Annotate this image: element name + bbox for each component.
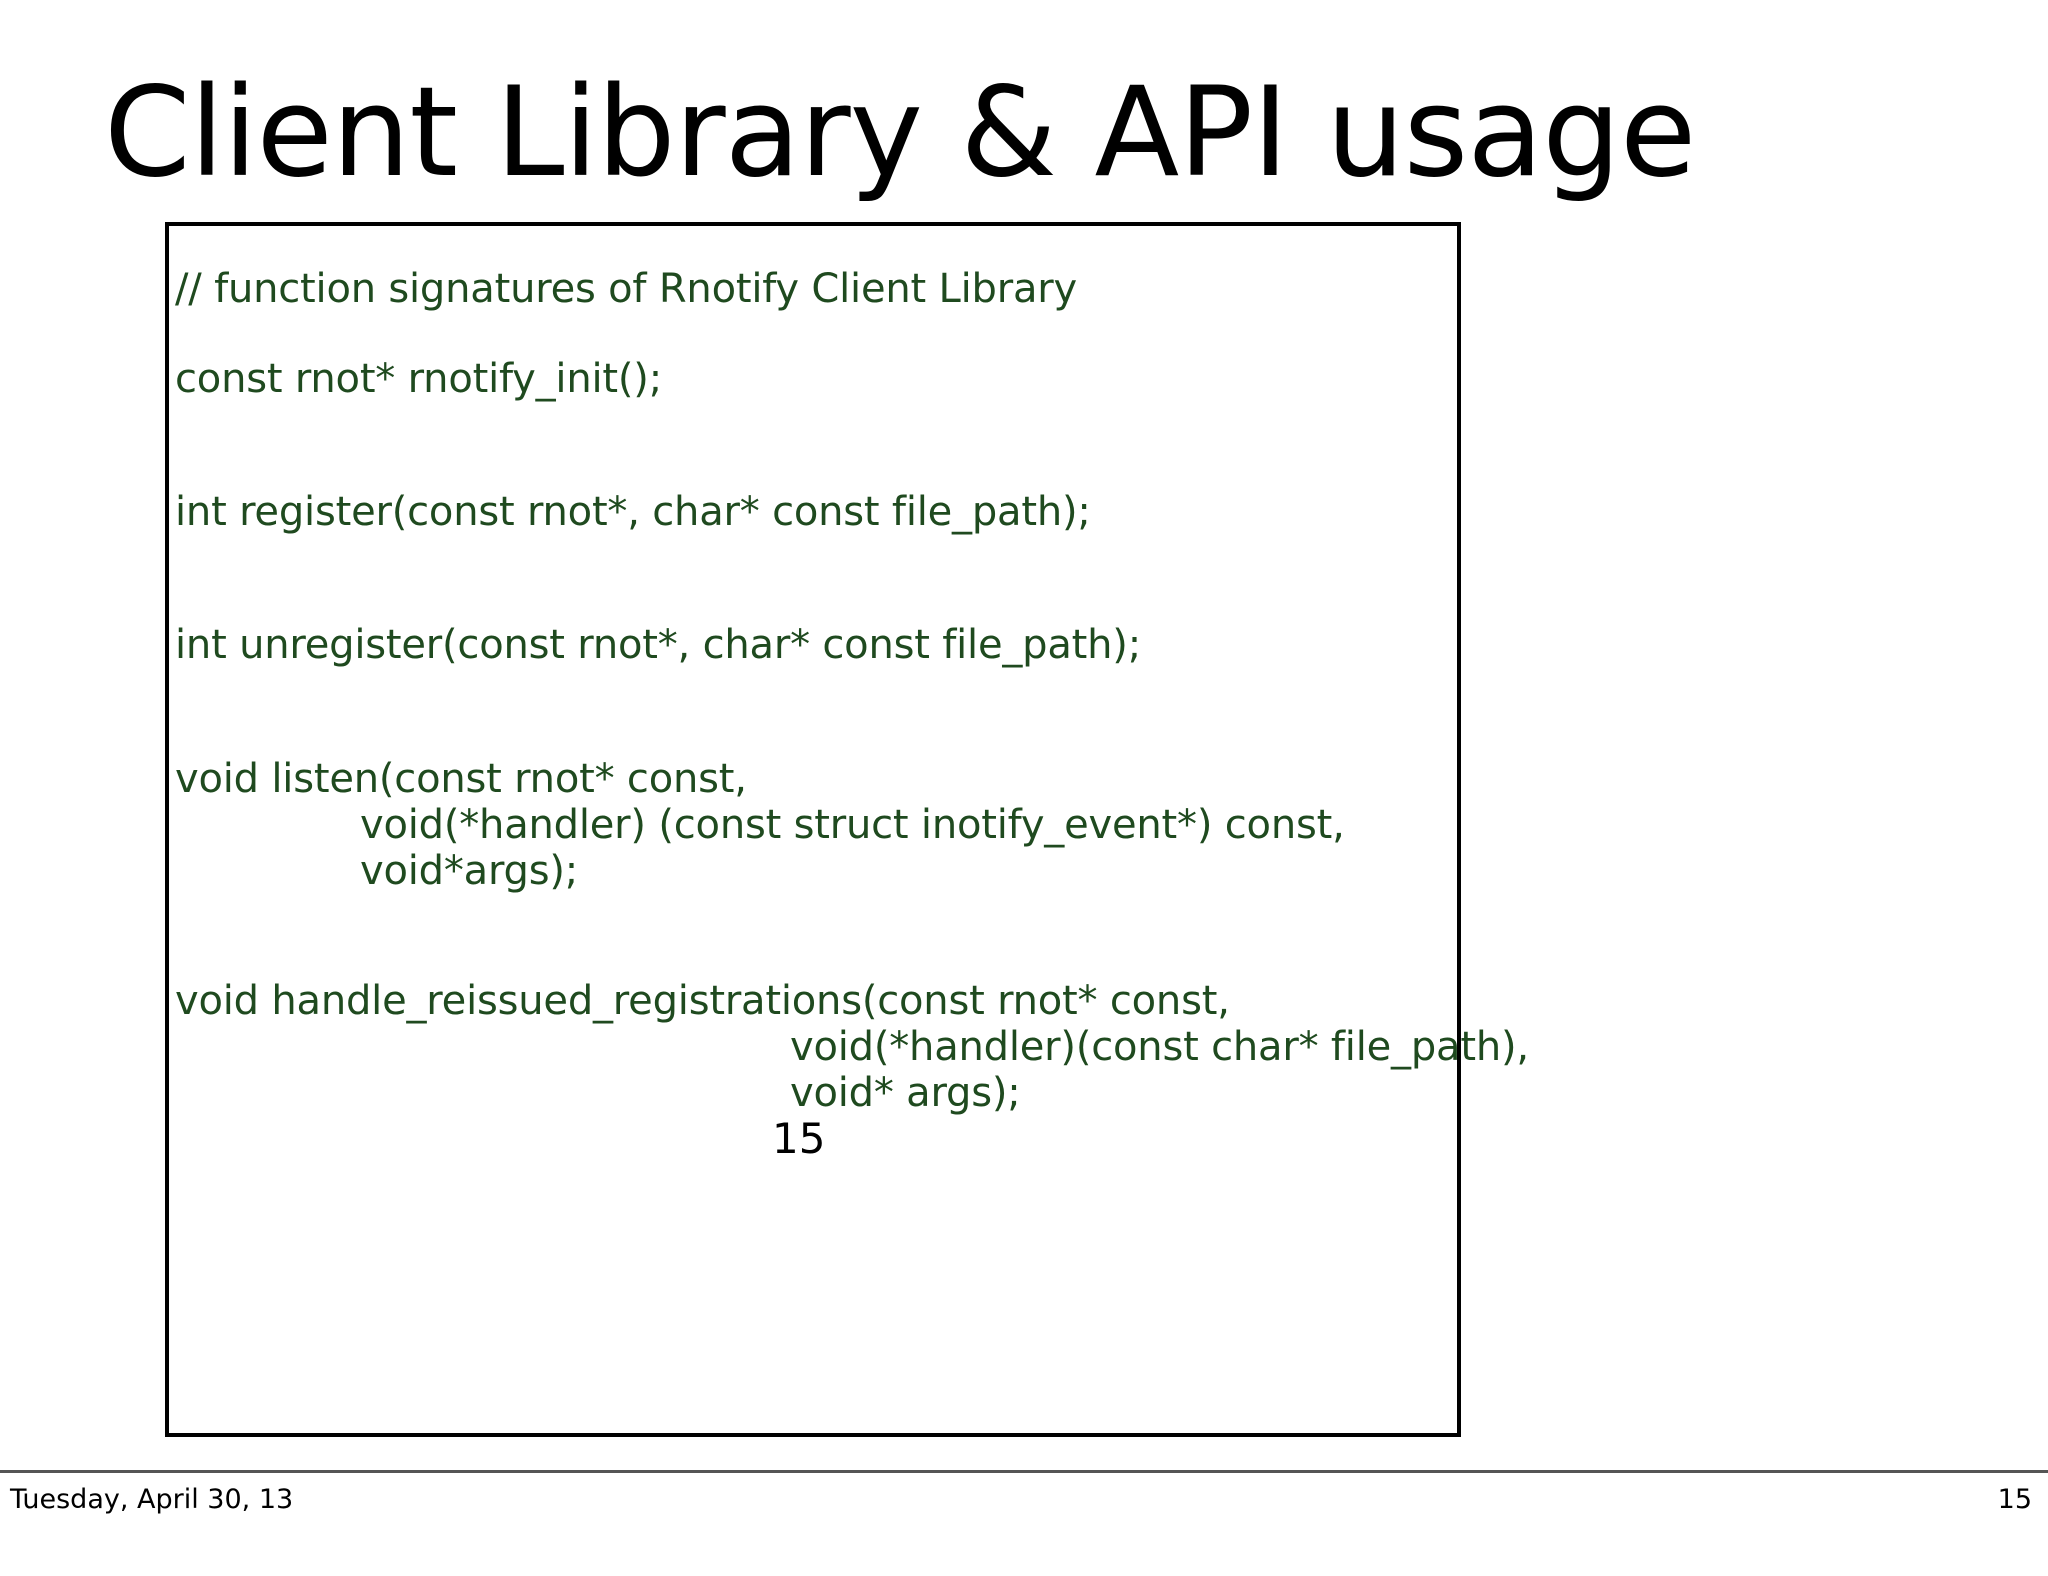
code-line: // function signatures of Rnotify Client… xyxy=(175,266,1077,312)
page-title: Client Library & API usage xyxy=(104,61,1696,205)
code-line: int register(const rnot*, char* const fi… xyxy=(175,489,1091,535)
footer-divider xyxy=(0,1470,2048,1473)
code-line: int unregister(const rnot*, char* const … xyxy=(175,622,1141,668)
footer-date: Tuesday, April 30, 13 xyxy=(10,1484,294,1515)
code-line: void listen(const rnot* const, xyxy=(175,756,747,802)
code-line: void(*handler) (const struct inotify_eve… xyxy=(360,802,1345,848)
code-line: void(*handler)(const char* file_path), xyxy=(790,1024,1529,1070)
stray-page-marker: 15 xyxy=(772,1114,826,1163)
code-line: void handle_reissued_registrations(const… xyxy=(175,978,1230,1024)
code-listing: // function signatures of Rnotify Client… xyxy=(169,226,1529,1433)
footer-page-number: 15 xyxy=(1997,1484,2032,1515)
code-block-frame: // function signatures of Rnotify Client… xyxy=(165,222,1529,1437)
code-line: const rnot* rnotify_init(); xyxy=(175,356,662,402)
code-line: void*args); xyxy=(360,848,579,894)
code-line: void* args); xyxy=(790,1070,1021,1116)
